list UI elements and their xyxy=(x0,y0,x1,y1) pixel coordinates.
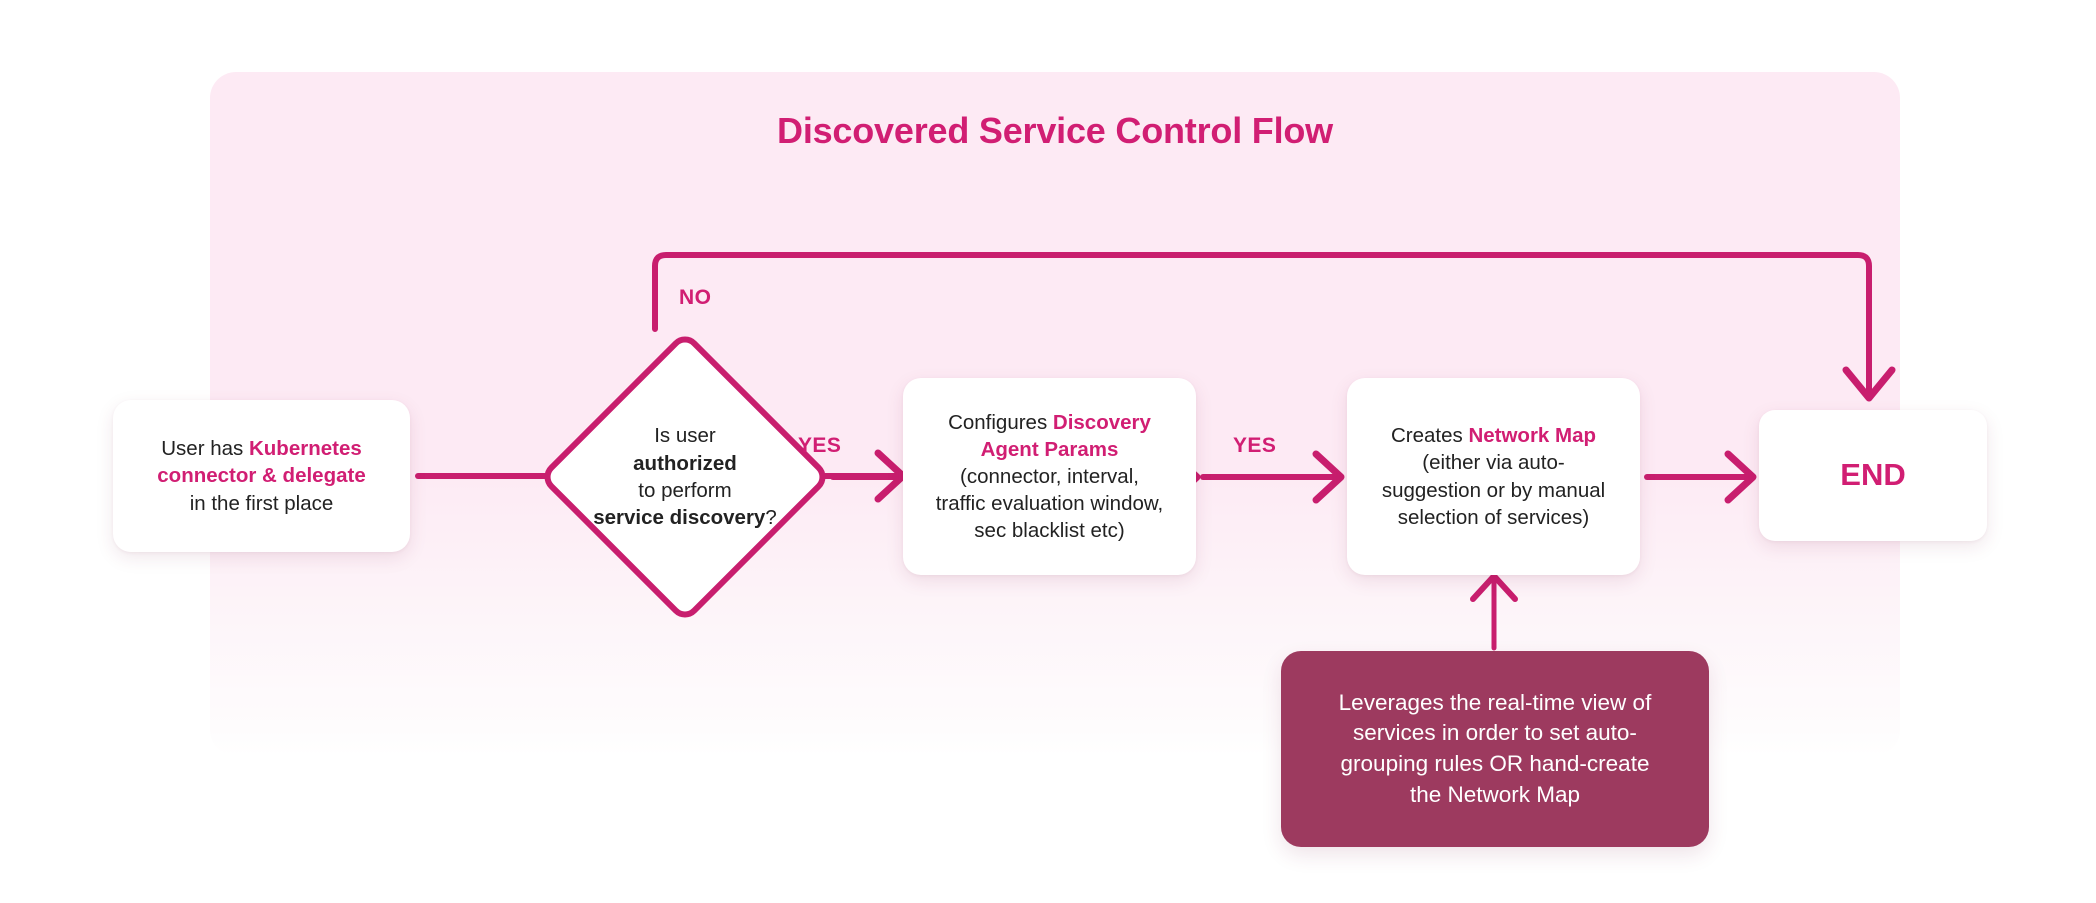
node-map-line4: selection of services) xyxy=(1397,505,1590,529)
edge-label-yes-params: YES xyxy=(1233,434,1277,457)
node-create-network-map[interactable]: Creates Network Map (either via auto- su… xyxy=(1347,378,1640,575)
node-end-terminator[interactable]: END xyxy=(1759,410,1987,541)
node-map-line1-highlight: Network Map xyxy=(1468,424,1597,448)
node-start-line1-highlight: Kubernetes xyxy=(248,437,362,461)
node-note-line2: services in order to set auto- xyxy=(1353,720,1637,746)
node-decision[interactable]: Is user authorized to perform service di… xyxy=(537,329,833,625)
node-params-line4: traffic evaluation window, xyxy=(935,492,1164,516)
node-annotation-note[interactable]: Leverages the real-time view of services… xyxy=(1281,651,1709,847)
node-params-line1-highlight: Discovery xyxy=(1052,410,1151,434)
node-params-line5: sec blacklist etc) xyxy=(974,519,1125,543)
node-decision-line1: Is user xyxy=(654,424,716,448)
node-note-line1: Leverages the real-time view of xyxy=(1338,689,1652,715)
node-params-line1-pre: Configures xyxy=(948,410,1053,434)
node-start-process[interactable]: User has Kubernetes connector & delegate… xyxy=(113,400,410,552)
node-start-line1-pre: User has xyxy=(161,437,249,461)
node-decision-text: Is user authorized to perform service di… xyxy=(537,329,833,625)
node-decision-line2-highlight: authorized xyxy=(633,451,737,475)
edge-label-yes-decision: YES xyxy=(798,434,842,457)
node-params-line2-highlight: Agent Params xyxy=(980,437,1119,461)
node-decision-line3: to perform xyxy=(638,479,732,502)
node-start-line2-highlight: connector & delegate xyxy=(157,464,366,488)
node-start-line3: in the first place xyxy=(189,491,334,515)
node-note-text: Leverages the real-time view of services… xyxy=(1339,688,1652,810)
node-map-line1-pre: Creates xyxy=(1390,424,1469,448)
node-configure-params[interactable]: Configures Discovery Agent Params (conne… xyxy=(903,378,1196,575)
page-title: Discovered Service Control Flow xyxy=(777,110,1333,151)
node-map-text: Creates Network Map (either via auto- su… xyxy=(1363,422,1624,530)
edge-label-no: NO xyxy=(679,286,712,309)
node-end-label: END xyxy=(1840,457,1906,493)
node-decision-line4-post: ? xyxy=(765,506,777,530)
node-note-line4: the Network Map xyxy=(1409,781,1581,807)
node-decision-line4-highlight: service discovery xyxy=(593,506,766,530)
node-map-line2: (either via auto- xyxy=(1422,451,1565,475)
node-map-line3: suggestion or by manual xyxy=(1381,478,1606,502)
node-start-text: User has Kubernetes connector & delegate… xyxy=(129,435,394,516)
node-params-line3: (connector, interval, xyxy=(960,464,1139,488)
node-note-line3: grouping rules OR hand-create xyxy=(1340,751,1650,776)
node-params-text: Configures Discovery Agent Params (conne… xyxy=(919,409,1180,544)
